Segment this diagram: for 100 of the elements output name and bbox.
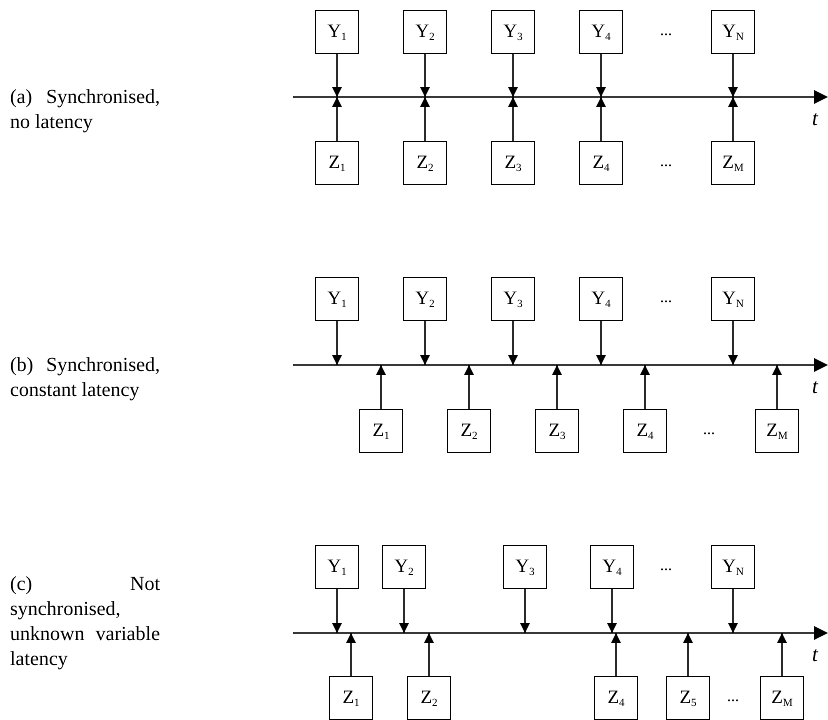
signal-box: [407, 676, 451, 720]
arrow: [508, 321, 518, 365]
arrow: [508, 54, 518, 97]
signal-box: [579, 10, 623, 54]
arrow: [772, 365, 782, 409]
axis-label: t: [812, 642, 818, 667]
signal-box: [491, 277, 535, 321]
arrow: [332, 54, 342, 97]
arrow: [728, 321, 738, 365]
signal-box: [491, 141, 535, 185]
signal-label: Y$_{3}$: [503, 21, 523, 43]
signal-box: [711, 277, 755, 321]
ellipsis: ...: [703, 420, 715, 440]
arrow: [508, 97, 518, 141]
panel-caption: (b) Synchronised, constant latency: [10, 353, 160, 403]
signal-box: [755, 409, 799, 453]
signal-label: Z$_{1}$: [342, 687, 360, 709]
arrow: [640, 365, 650, 409]
signal-label: Z$_{4}$: [607, 687, 625, 709]
signal-box: [315, 141, 359, 185]
arrow: [420, 97, 430, 141]
signal-box: [503, 545, 547, 589]
arrow: [728, 97, 738, 141]
signal-label: Z$_{M}$: [771, 687, 793, 709]
ellipsis: ...: [660, 21, 672, 41]
signal-label: Y$_{N}$: [722, 21, 744, 43]
signal-box: [491, 10, 535, 54]
panel-caption: (a) Synchronised, no latency: [10, 85, 160, 135]
signal-label: Y$_{4}$: [591, 21, 611, 43]
signal-label: Y$_{3}$: [503, 288, 523, 310]
arrow: [464, 365, 474, 409]
arrow: [596, 54, 606, 97]
signal-label: Y$_{2}$: [394, 556, 414, 578]
signal-label: Z$_{1}$: [328, 152, 346, 174]
signal-label: Y$_{N}$: [722, 288, 744, 310]
axis-label: t: [812, 106, 818, 131]
signal-box: [315, 277, 359, 321]
arrow: [777, 633, 787, 676]
arrow: [332, 589, 342, 633]
arrow: [607, 589, 617, 633]
signal-label: Y$_{2}$: [415, 21, 435, 43]
signal-box: [579, 277, 623, 321]
signal-box: [711, 141, 755, 185]
signal-label: Y$_{N}$: [722, 556, 744, 578]
axis-label: t: [812, 374, 818, 399]
signal-label: Y$_{2}$: [415, 288, 435, 310]
signal-label: Y$_{4}$: [591, 288, 611, 310]
signal-box: [711, 545, 755, 589]
signal-label: Z$_{4}$: [592, 152, 610, 174]
arrow: [424, 633, 434, 676]
arrow: [420, 321, 430, 365]
signal-label: Z$_{2}$: [460, 420, 478, 442]
signal-label: Z$_{3}$: [504, 152, 522, 174]
signal-box: [315, 10, 359, 54]
arrow: [420, 54, 430, 97]
signal-box: [590, 545, 634, 589]
signal-label: Y$_{4}$: [602, 556, 622, 578]
arrow: [520, 589, 530, 633]
signal-label: Y$_{3}$: [515, 556, 535, 578]
signal-label: Z$_{M}$: [722, 152, 744, 174]
signal-label: Z$_{5}$: [679, 687, 697, 709]
signal-box: [359, 409, 403, 453]
signal-label: Z$_{M}$: [766, 420, 788, 442]
ellipsis: ...: [660, 288, 672, 308]
panel-caption: (c) Not synchronised, unknown variable latency: [10, 572, 160, 672]
signal-box: [711, 10, 755, 54]
arrow: [596, 321, 606, 365]
signal-box: [382, 545, 426, 589]
arrow: [596, 97, 606, 141]
signal-box: [403, 10, 447, 54]
signal-box: [315, 545, 359, 589]
ellipsis: ...: [660, 556, 672, 576]
signal-label: Z$_{4}$: [636, 420, 654, 442]
arrow: [683, 633, 693, 676]
signal-label: Y$_{1}$: [327, 556, 347, 578]
signal-label: Y$_{1}$: [327, 288, 347, 310]
arrow: [552, 365, 562, 409]
signal-box: [403, 277, 447, 321]
signal-box: [623, 409, 667, 453]
signal-box: [447, 409, 491, 453]
signal-box: [594, 676, 638, 720]
arrow: [728, 54, 738, 97]
signal-box: [760, 676, 804, 720]
arrow: [332, 321, 342, 365]
arrow: [399, 589, 409, 633]
signal-box: [579, 141, 623, 185]
arrow: [346, 633, 356, 676]
signal-label: Z$_{3}$: [548, 420, 566, 442]
ellipsis: ...: [727, 687, 739, 707]
signal-label: Z$_{1}$: [372, 420, 390, 442]
arrow: [376, 365, 386, 409]
signal-box: [329, 676, 373, 720]
signal-label: Y$_{1}$: [327, 21, 347, 43]
signal-box: [666, 676, 710, 720]
arrow: [728, 589, 738, 633]
signal-label: Z$_{2}$: [416, 152, 434, 174]
arrow: [611, 633, 621, 676]
arrow: [332, 97, 342, 141]
signal-box: [535, 409, 579, 453]
signal-box: [403, 141, 447, 185]
